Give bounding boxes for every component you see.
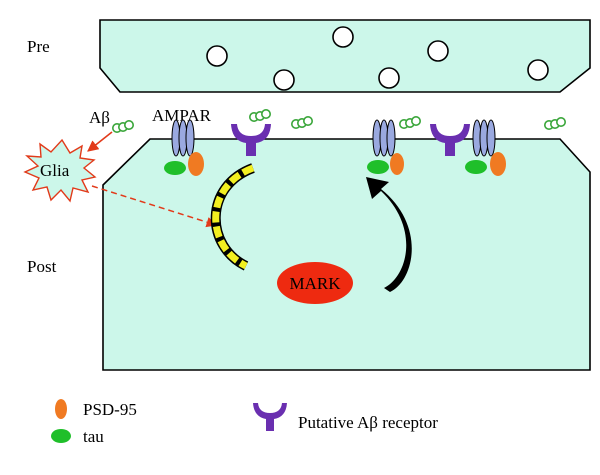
legend-receptor-swatch [253, 403, 287, 431]
psd95-marker [188, 152, 204, 176]
vesicle [206, 45, 228, 67]
glia-label: Glia [40, 161, 70, 180]
vesicle [332, 26, 354, 48]
abeta-to-glia-arrow [87, 131, 113, 152]
abeta-oligomer [249, 109, 272, 122]
synapse-proteins [164, 152, 506, 176]
abeta-receptors [231, 124, 470, 156]
abeta-oligomer [290, 116, 314, 129]
tau-marker [164, 161, 186, 175]
ampar-channel [372, 119, 396, 157]
legend-psd95-swatch [55, 399, 67, 419]
abeta-receptor [430, 124, 470, 156]
mark-kinase [277, 262, 353, 304]
post-label: Post [27, 257, 57, 276]
legend-receptor-label: Putative Aβ receptor [298, 413, 438, 432]
psd95-marker [490, 152, 506, 176]
tau-marker [367, 160, 389, 174]
glia-signal-arrow [91, 185, 218, 228]
legend-psd95-label: PSD-95 [83, 400, 137, 419]
ampar-label: AMPAR [152, 106, 212, 125]
psd95-marker [390, 153, 404, 175]
abeta-oligomer [543, 117, 567, 130]
presynaptic-terminal [99, 19, 591, 93]
abeta-label: Aβ [89, 108, 110, 127]
legend: PSD-95 tau Putative Aβ receptor [51, 399, 438, 446]
abeta-oligomer [398, 116, 422, 129]
ampar-channel [171, 119, 195, 157]
glia-cell [23, 138, 97, 203]
abeta-receptor [231, 124, 271, 156]
synaptic-vesicles [206, 26, 549, 91]
tau-marker [465, 160, 487, 174]
vesicle [378, 67, 400, 89]
ampar-channels [171, 119, 496, 157]
vesicle [527, 59, 549, 81]
ampar-channel [472, 119, 496, 157]
vesicle [273, 69, 295, 91]
mark-label: MARK [289, 274, 341, 293]
vesicle [427, 40, 449, 62]
pre-label: Pre [27, 37, 50, 56]
legend-tau-swatch [51, 429, 71, 443]
legend-tau-label: tau [83, 427, 104, 446]
abeta-oligomer [112, 120, 134, 133]
mark-arrow [366, 177, 412, 292]
